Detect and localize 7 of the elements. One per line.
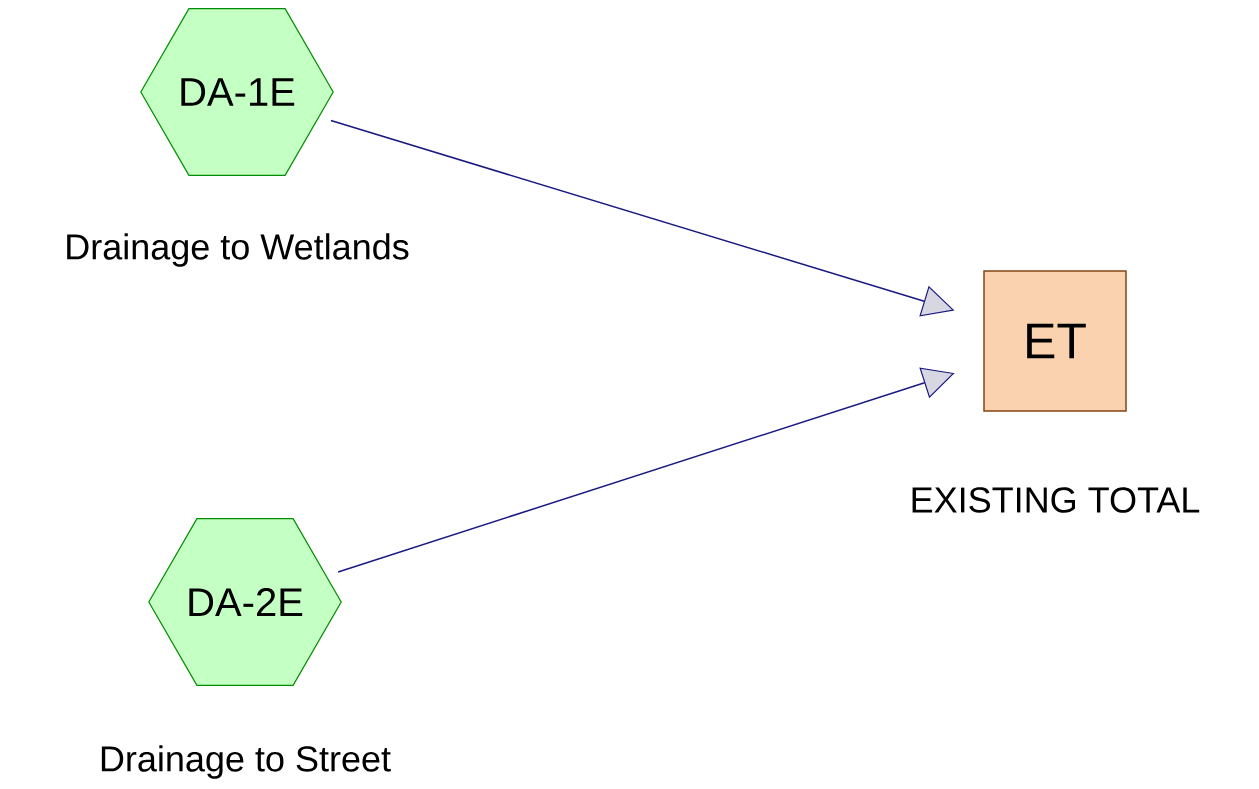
hexagon-node: DA-2E [148,518,342,686]
hexagon-node: DA-1E [140,8,334,176]
box-node: ET [983,270,1127,412]
node-caption: Drainage to Wetlands [67,233,409,267]
node-caption: EXISTING TOTAL [912,487,1200,513]
node-caption: Drainage to Street [101,745,391,779]
arrow [337,367,955,573]
